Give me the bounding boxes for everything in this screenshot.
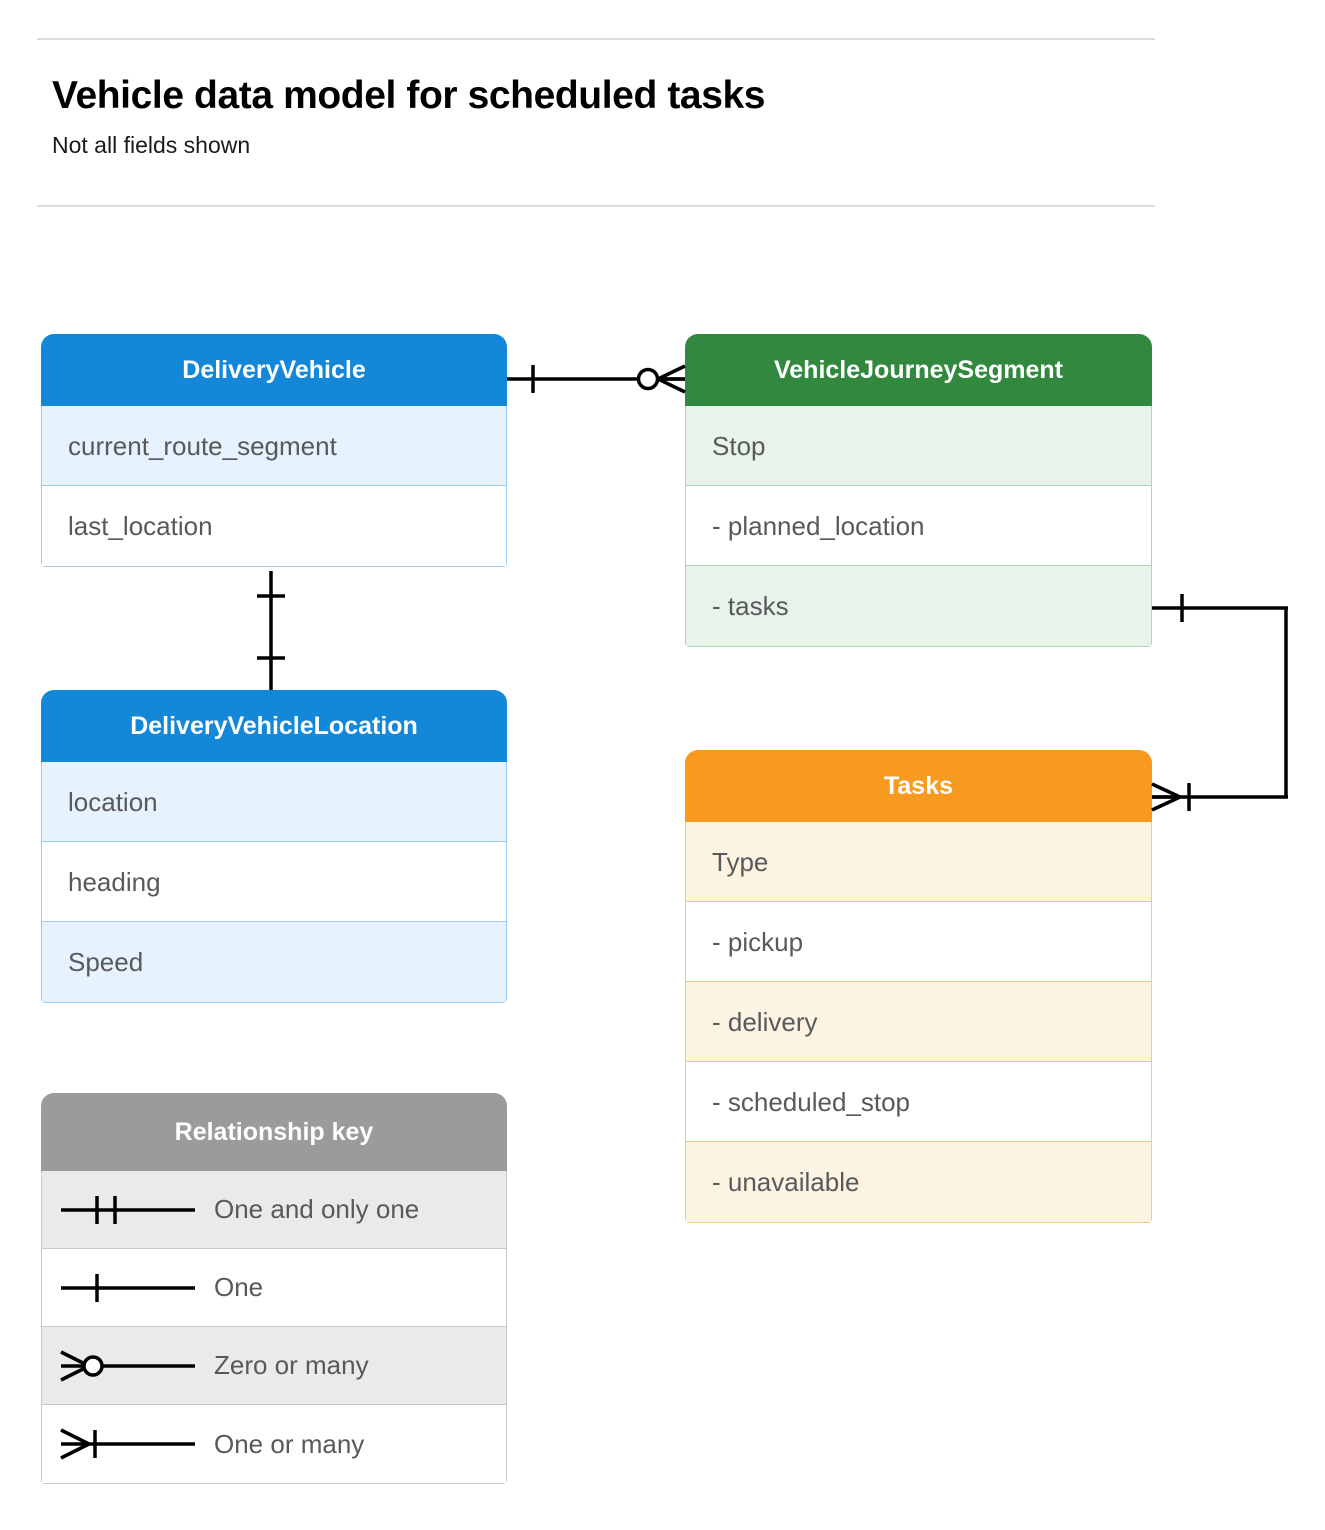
field-tasks[interactable]: - tasks [686, 566, 1151, 646]
legend-item-zero-or-many[interactable]: Zero or many [42, 1327, 506, 1405]
entity-title-delivery-vehicle-location: DeliveryVehicleLocation [41, 690, 507, 762]
field-location[interactable]: location [42, 762, 506, 842]
field-planned-location[interactable]: - planned_location [686, 486, 1151, 566]
header-divider-bottom [37, 205, 1155, 207]
field-stop[interactable]: Stop [686, 406, 1151, 486]
field-scheduled-stop[interactable]: - scheduled_stop [686, 1062, 1151, 1142]
entity-fields-delivery-vehicle-location: location heading Speed [41, 762, 507, 1003]
entity-title-vehicle-journey-segment: VehicleJourneySegment [685, 334, 1152, 406]
one-icon [42, 1268, 214, 1308]
field-unavailable[interactable]: - unavailable [686, 1142, 1151, 1222]
header-divider-top [37, 38, 1155, 40]
entity-tasks[interactable]: Tasks Type - pickup - delivery - schedul… [685, 750, 1152, 1223]
legend-label-one-or-many: One or many [214, 1428, 365, 1459]
zero-or-many-icon [42, 1346, 214, 1386]
one-and-only-one-icon [42, 1190, 214, 1230]
connector-vehicle-to-journey-segment [507, 364, 686, 394]
legend-item-one-or-many[interactable]: One or many [42, 1405, 506, 1483]
legend-label-one: One [214, 1272, 264, 1302]
page-title: Vehicle data model for scheduled tasks [52, 74, 766, 117]
legend-rows: One and only one One [41, 1171, 507, 1484]
legend-item-one-and-only-one[interactable]: One and only one [42, 1171, 506, 1249]
one-or-many-icon [42, 1424, 214, 1464]
connector-vehicle-to-vehicle-location [257, 571, 285, 690]
field-speed[interactable]: Speed [42, 922, 506, 1002]
legend-item-one[interactable]: One [42, 1249, 506, 1327]
legend-label-zero-or-many: Zero or many [214, 1350, 369, 1380]
field-last-location[interactable]: last_location [42, 486, 506, 566]
entity-title-tasks: Tasks [685, 750, 1152, 822]
entity-fields-tasks: Type - pickup - delivery - scheduled_sto… [685, 822, 1152, 1223]
page-subtitle: Not all fields shown [52, 132, 251, 158]
field-type[interactable]: Type [686, 822, 1151, 902]
field-heading[interactable]: heading [42, 842, 506, 922]
entity-delivery-vehicle[interactable]: DeliveryVehicle current_route_segment la… [41, 334, 507, 567]
legend-label-one-and-only-one: One and only one [214, 1194, 420, 1224]
legend-title: Relationship key [41, 1093, 507, 1171]
connector-journey-segment-tasks-to-tasks [1151, 594, 1288, 812]
relationship-key-legend: Relationship key One and only one [41, 1093, 507, 1484]
entity-vehicle-journey-segment[interactable]: VehicleJourneySegment Stop - planned_loc… [685, 334, 1152, 647]
field-pickup[interactable]: - pickup [686, 902, 1151, 982]
entity-fields-vehicle-journey-segment: Stop - planned_location - tasks [685, 406, 1152, 647]
field-delivery[interactable]: - delivery [686, 982, 1151, 1062]
entity-delivery-vehicle-location[interactable]: DeliveryVehicleLocation location heading… [41, 690, 507, 1003]
entity-title-delivery-vehicle: DeliveryVehicle [41, 334, 507, 406]
entity-fields-delivery-vehicle: current_route_segment last_location [41, 406, 507, 567]
field-current-route-segment[interactable]: current_route_segment [42, 406, 506, 486]
